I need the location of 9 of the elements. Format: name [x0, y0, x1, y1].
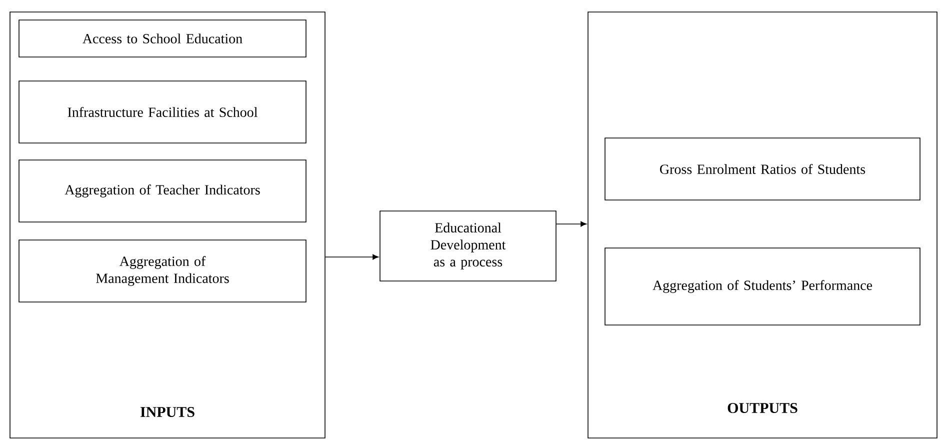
indicator-box: Aggregation of Teacher Indicators [18, 160, 306, 222]
arrow [325, 254, 379, 260]
indicator-box: Access to School Education [18, 20, 306, 58]
indicator-box: Gross Enrolment Ratios of Students [604, 138, 920, 200]
indicator-box: Infrastructure Facilities at School [18, 80, 306, 144]
process-box: Educational Development as a process [380, 210, 556, 282]
indicator-box: Aggregation of Students’ Performance [604, 248, 920, 326]
indicator-box: Aggregation of Management Indicators [18, 240, 306, 302]
arrow [556, 221, 587, 227]
